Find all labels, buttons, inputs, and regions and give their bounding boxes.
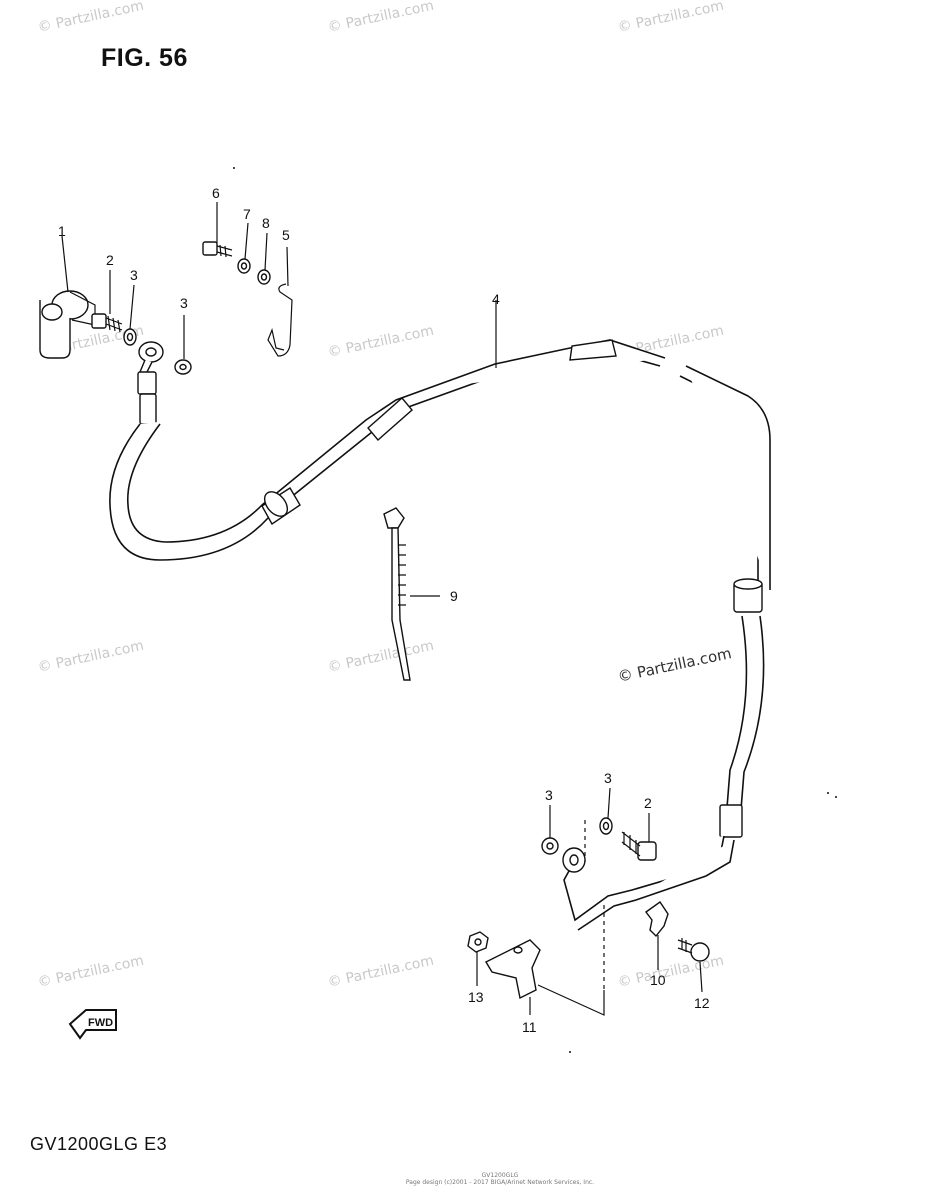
upper-banjo-fitting bbox=[137, 341, 164, 425]
callout-8: 8 bbox=[262, 215, 270, 231]
callout-11: 11 bbox=[522, 1019, 537, 1035]
callout-3: 3 bbox=[130, 267, 138, 283]
part-8-washer[interactable] bbox=[257, 269, 271, 285]
bracket-hole bbox=[513, 946, 523, 954]
part-3-washer-lower-hole bbox=[546, 842, 554, 850]
figure-title: FIG. 56 bbox=[101, 44, 188, 72]
callout-3: 3 bbox=[604, 770, 612, 786]
part-2-union-bolt-lower[interactable] bbox=[621, 831, 657, 861]
part-12-bolt[interactable] bbox=[677, 938, 710, 962]
callout-13: 13 bbox=[468, 989, 484, 1005]
callout-2: 2 bbox=[106, 252, 114, 268]
part-2-union-bolt-upper[interactable] bbox=[91, 313, 123, 333]
callout-7: 7 bbox=[243, 206, 251, 222]
footer-line: GV1200GLG bbox=[481, 1172, 519, 1179]
part-11-bracket[interactable] bbox=[485, 939, 541, 1000]
part-3-washer-hole bbox=[179, 363, 187, 371]
part-1-reservoir[interactable] bbox=[39, 290, 96, 359]
callout-1: 1 bbox=[58, 223, 66, 239]
callout-4: 4 bbox=[492, 291, 500, 307]
lower-banjo-fitting bbox=[562, 847, 586, 873]
part-10-clamp[interactable] bbox=[645, 901, 669, 938]
callout-6: 6 bbox=[212, 185, 220, 201]
part-7-washer[interactable] bbox=[237, 258, 251, 274]
footer-line: Page design (c)2001 - 2017 BIGA/Arinet N… bbox=[405, 1179, 595, 1186]
callout-3: 3 bbox=[545, 787, 553, 803]
callout-10: 10 bbox=[650, 972, 666, 988]
part-3-washer-hole bbox=[126, 332, 134, 342]
footer: GV1200GLG Page design (c)2001 - 2017 BIG… bbox=[400, 1172, 600, 1186]
callout-2: 2 bbox=[644, 795, 652, 811]
callout-9: 9 bbox=[450, 588, 458, 604]
part-13-nut[interactable] bbox=[467, 931, 489, 953]
fwd-arrow-icon: FWD bbox=[68, 1009, 117, 1040]
part-5-clip[interactable] bbox=[267, 283, 293, 357]
callout-3: 3 bbox=[180, 295, 188, 311]
callout-5: 5 bbox=[282, 227, 290, 243]
fwd-label: FWD bbox=[88, 1017, 113, 1029]
part-3-washer-lower-hole bbox=[602, 821, 610, 831]
model-code: GV1200GLG E3 bbox=[30, 1134, 168, 1154]
part-9-cable-tie[interactable] bbox=[383, 507, 411, 681]
callout-12: 12 bbox=[694, 995, 710, 1011]
part-4-brake-hose[interactable] bbox=[109, 339, 771, 931]
part-6-bolt[interactable] bbox=[202, 241, 233, 258]
